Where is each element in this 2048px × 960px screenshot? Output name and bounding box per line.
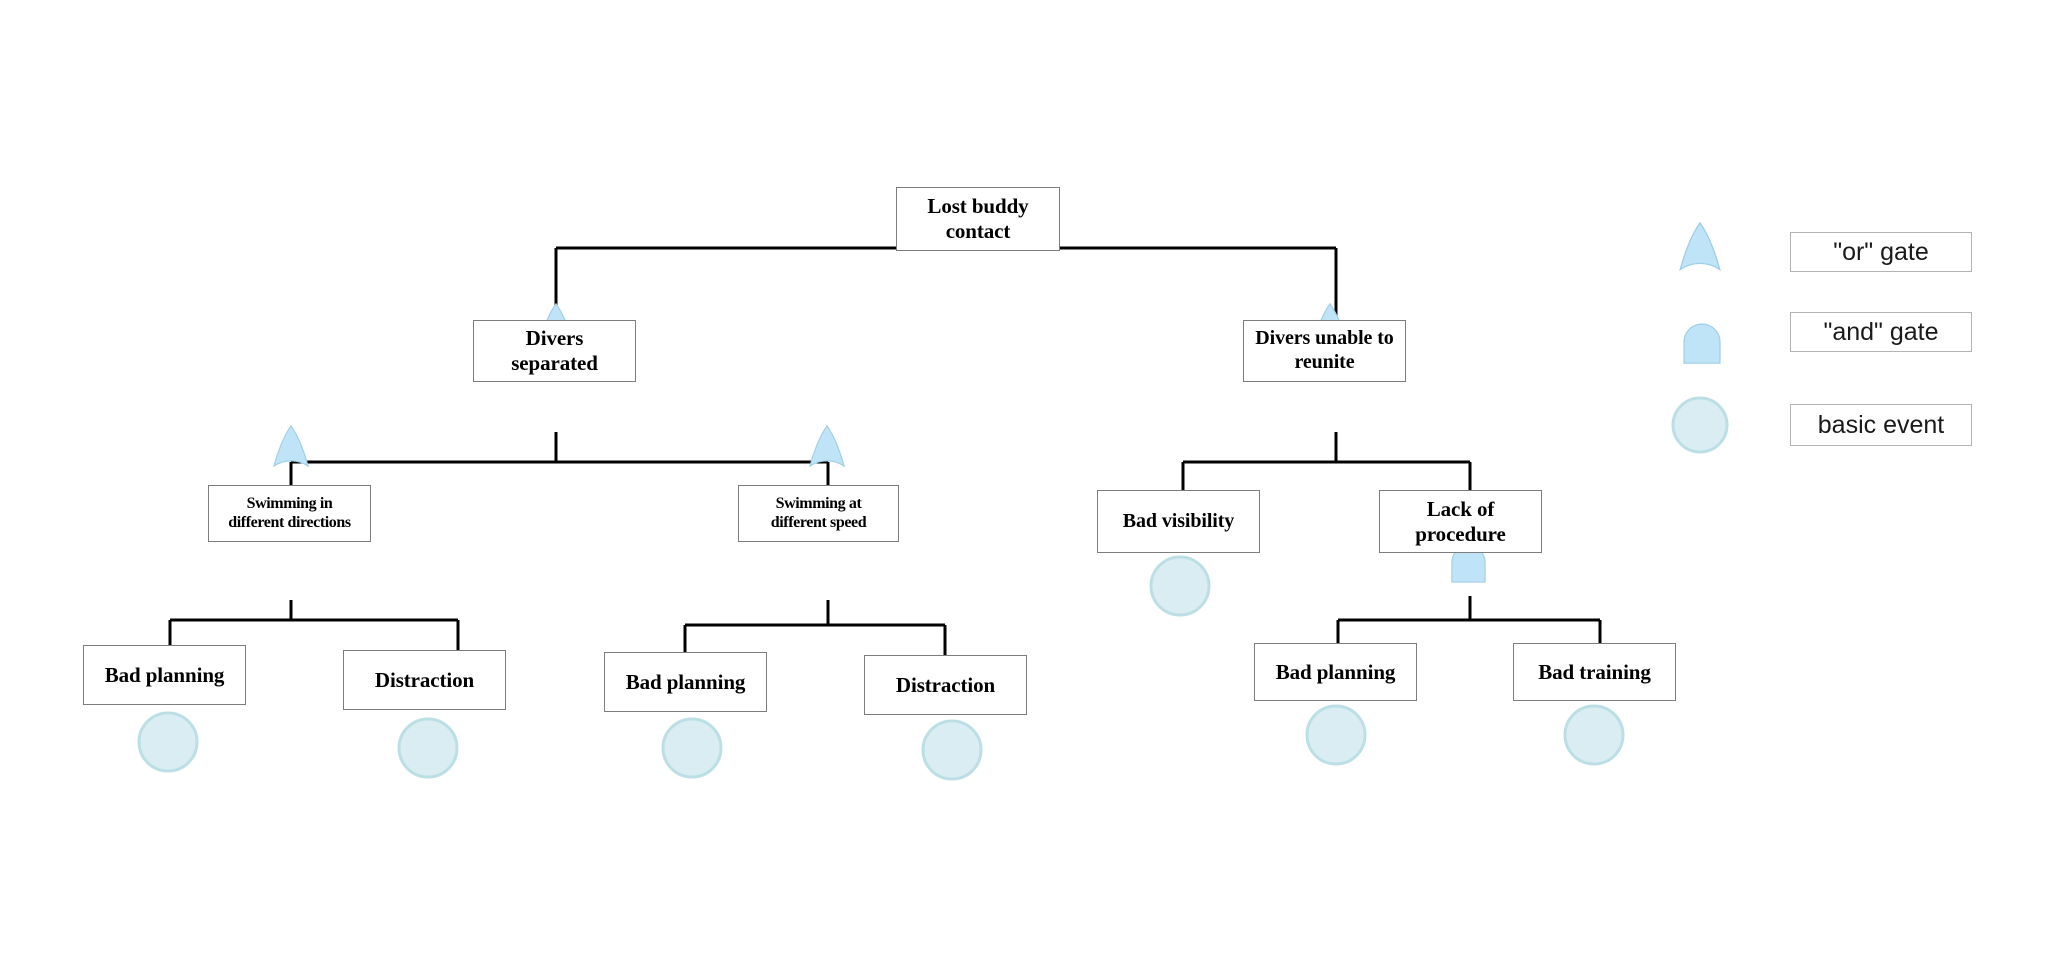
basic-event-distr1 — [397, 717, 459, 779]
legend-or-gate-icon — [1679, 222, 1721, 271]
or-gate-swimming-speed — [809, 425, 845, 467]
basic-event-training — [1563, 704, 1625, 766]
legend-and-gate-icon — [1683, 323, 1721, 364]
legend-text: "and" gate — [1823, 317, 1939, 346]
legend-text: "or" gate — [1833, 237, 1929, 266]
node-label: Bad planning — [1275, 659, 1396, 684]
node-bad-planning-2[interactable]: Bad planning — [604, 652, 767, 712]
legend-label-basic-event: basic event — [1790, 404, 1972, 446]
basic-event-bad-visibility — [1149, 555, 1211, 617]
or-gate-swimming-directions — [273, 425, 309, 467]
node-label: Bad planning — [625, 669, 746, 694]
legend-text: basic event — [1817, 410, 1945, 439]
node-label: Bad training — [1538, 659, 1651, 684]
node-label: Bad planning — [104, 662, 225, 687]
node-label: Distraction — [374, 667, 475, 692]
legend-label-or-gate: "or" gate — [1790, 232, 1972, 272]
node-label: Distraction — [895, 672, 996, 697]
node-label: Bad visibility — [1122, 509, 1235, 532]
basic-event-plan1 — [137, 711, 199, 773]
node-bad-planning-1[interactable]: Bad planning — [83, 645, 246, 705]
node-bad-visibility[interactable]: Bad visibility — [1097, 490, 1260, 553]
basic-event-plan2 — [661, 717, 723, 779]
node-bad-planning-3[interactable]: Bad planning — [1254, 643, 1417, 701]
node-distraction-1[interactable]: Distraction — [343, 650, 506, 710]
legend-basic-event-icon — [1671, 396, 1729, 454]
connector-lines — [168, 226, 1602, 655]
basic-event-plan3 — [1305, 704, 1367, 766]
legend-label-and-gate: "and" gate — [1790, 312, 1972, 352]
node-distraction-2[interactable]: Distraction — [864, 655, 1027, 715]
node-bad-training[interactable]: Bad training — [1513, 643, 1676, 701]
basic-event-distr2 — [921, 719, 983, 781]
